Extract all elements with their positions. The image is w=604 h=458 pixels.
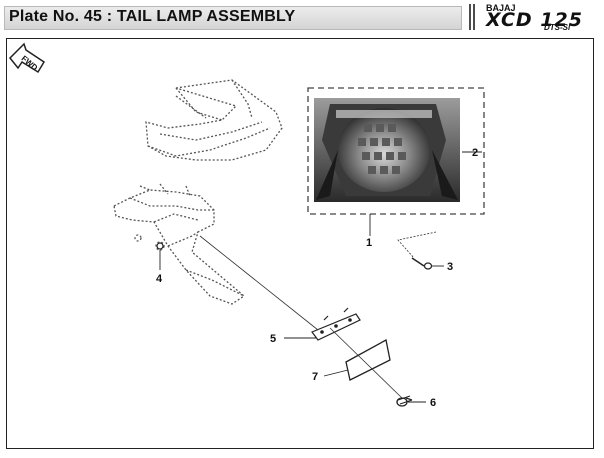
brand-logo [466,2,598,32]
license-bracket [311,307,361,341]
assembly-guide-lines [199,231,437,399]
lamp-screw-icon [411,257,433,270]
plate-header: Plate No. 45 : TAIL LAMP ASSEMBLY BAJAJ … [0,0,604,34]
fwd-arrow-icon: FWD [8,42,46,74]
brand-name: BAJAJ [486,3,516,13]
model-name: XCD 125 [486,9,583,31]
logo-bracket [469,4,475,30]
callout-1: 1 [366,237,372,249]
title-bar [4,6,462,30]
plate-title: Plate No. 45 : TAIL LAMP ASSEMBLY [9,8,296,25]
diagram-frame [6,38,594,449]
model-variant: DTS-Si [544,23,571,32]
callout-6: 6 [430,397,436,409]
reflector-plate [345,339,391,381]
tail-lamp-photo [314,98,460,202]
callout-5: 5 [270,333,276,345]
rear-cowl [145,79,283,161]
callout-7: 7 [312,371,318,383]
tail-lamp-group-box [307,87,485,215]
callout-2: 2 [472,147,478,159]
callout-3: 3 [447,261,453,273]
rear-fender [113,183,246,305]
leader-lines [159,151,482,403]
screw-icon [396,395,413,407]
grommet-icon [156,242,164,250]
callout-4: 4 [156,273,163,285]
